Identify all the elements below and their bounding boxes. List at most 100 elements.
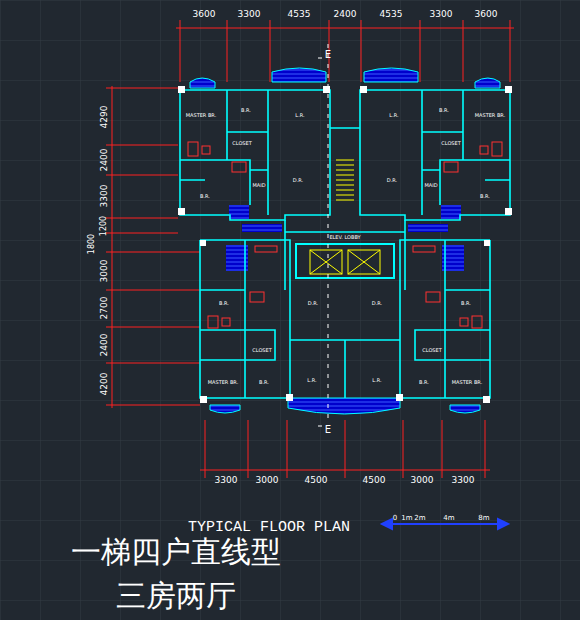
scale-bar [498,519,508,529]
walls [290,340,400,398]
fixtures [232,162,246,172]
stair [336,180,354,181]
columns [178,86,185,93]
walls [360,90,510,220]
scale-text: 1m [401,515,412,522]
room-label: MAID [424,183,437,188]
dimension-text: 2700 [100,297,109,320]
section-mark: E [325,425,331,435]
fixtures [208,316,218,328]
room-label: B.R. [219,301,229,306]
fixtures [480,146,488,154]
fixtures [492,142,502,156]
windows [229,205,249,219]
windows [242,224,282,232]
columns [178,208,185,215]
room-label: L.R. [295,113,304,118]
windows [450,405,480,413]
room-label: L.R. [389,113,398,118]
walls [180,90,510,398]
windows [190,68,500,414]
plan-title: TYPICAL FLOOR PLAN [188,520,350,535]
dimension-text: 1800 [88,234,96,254]
columns [505,208,512,215]
columns [360,86,367,93]
dimension-text: 3300 [215,476,238,485]
stair [336,200,354,201]
columns [505,86,512,93]
windows [288,398,400,414]
room-label: B.R. [480,194,490,199]
walls [180,90,268,215]
columns [396,394,403,401]
room-label: B.R. [200,194,210,199]
windows [408,224,448,232]
room-label: B.R. [439,108,449,113]
scale-bar [384,523,506,525]
chinese-caption: 一梯四户直线型 [71,537,281,567]
dimension-text: 3300 [452,476,475,485]
dimension-text: 2400 [100,149,109,172]
windows [190,78,215,88]
dimension-lines [176,20,514,82]
stair [336,185,354,186]
dimension-text: 3300 [100,185,109,208]
dimension-text: 4290 [100,106,109,129]
fixtures [255,246,277,252]
room-label: D.R. [387,178,397,183]
room-label: MASTER BR. [475,113,506,118]
scale-text: 0 [393,515,397,522]
dimension-text: 4500 [305,476,328,485]
room-label: D.R. [308,301,318,306]
stair [336,160,354,200]
stair [336,160,354,161]
room-label: CLOSET [422,348,441,353]
walls [200,240,290,398]
stair [336,165,354,166]
walls [330,128,360,210]
dimension-text: 4535 [380,10,403,19]
fixtures [426,292,440,302]
dimension-lines [106,86,200,408]
room-label: B.R. [461,301,471,306]
fixtures [188,142,198,156]
scale-text: 2m [414,515,425,522]
windows [210,405,240,413]
elevators [296,244,394,278]
room-label: B.R. [241,108,251,113]
stair [336,195,354,196]
windows [475,78,500,88]
room-label: ELEV. LOBBY [329,235,360,240]
columns [483,396,490,403]
walls [422,90,510,215]
room-label: MASTER BR. [452,380,483,385]
stair [336,175,354,176]
dimension-text: 3000 [411,476,434,485]
room-label: L.R. [307,378,316,383]
columns [323,86,330,93]
fixtures [413,246,435,252]
room-label: CLOSET [232,141,251,146]
room-label: L.R. [372,378,381,383]
room-label: B.R. [419,380,429,385]
dimension-text: 2400 [100,334,109,357]
elevators [296,244,394,278]
room-label: MASTER BR. [208,380,239,385]
room-label: D.R. [293,178,303,183]
windows [441,205,461,219]
dimension-text: 4500 [363,476,386,485]
room-label: CLOSET [252,348,271,353]
dimension-text: 3000 [256,476,279,485]
section-mark: E [325,50,331,60]
chinese-caption: 三房两厅 [116,581,236,611]
room-label: MAID [252,183,265,188]
section-marks [318,44,328,426]
walls [180,90,330,220]
section-marks [318,44,328,426]
fixtures [202,146,210,154]
dimension-text: 2400 [334,10,357,19]
walls [285,220,405,290]
columns [286,394,293,401]
dimension-text: 4535 [288,10,311,19]
